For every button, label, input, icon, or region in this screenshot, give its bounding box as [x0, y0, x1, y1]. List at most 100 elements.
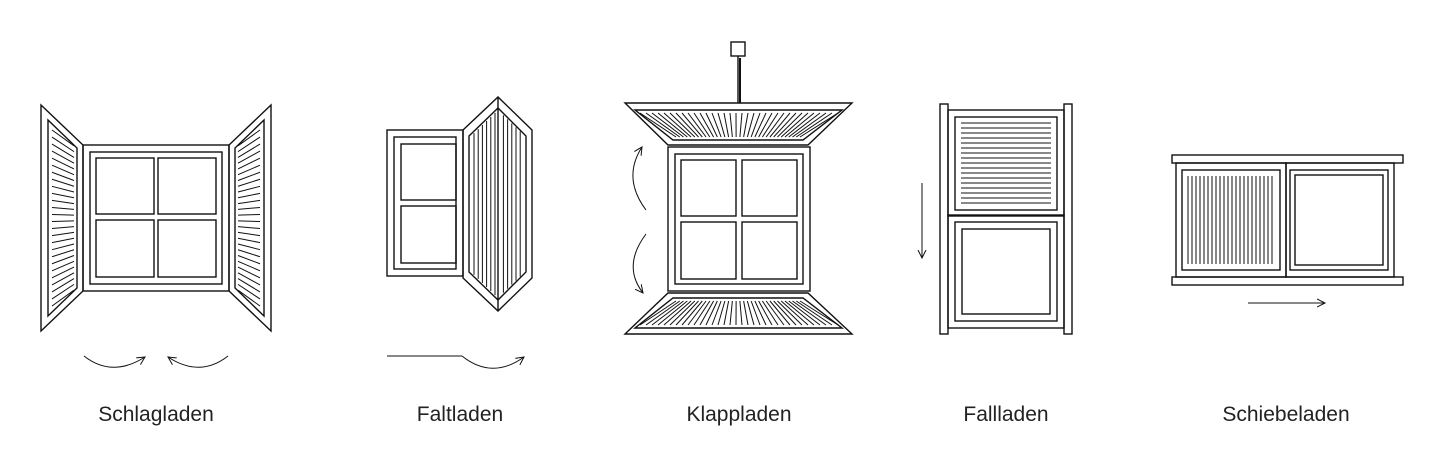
- louver-slat: [237, 143, 261, 158]
- fold-arrow: [461, 355, 524, 369]
- figure-klappladen: Klappladen: [623, 41, 854, 426]
- louver-slat: [717, 300, 726, 326]
- flip-arrow-lower: [632, 233, 647, 293]
- right-shutter: [228, 103, 272, 333]
- louver-slat: [51, 226, 75, 230]
- louver-slat: [51, 260, 75, 272]
- louver-slat: [51, 185, 75, 193]
- louver-slat: [750, 112, 761, 138]
- figure-label: Faltladen: [417, 403, 503, 426]
- louver-slat: [51, 164, 75, 176]
- louver-slat: [687, 112, 707, 138]
- louver-slat: [237, 249, 261, 258]
- louver-slat: [237, 150, 261, 164]
- louver-slat: [237, 192, 261, 199]
- louver-slat: [746, 112, 755, 138]
- louver-slat: [51, 199, 75, 205]
- louver-slat: [237, 255, 261, 265]
- figure-label: Fallladen: [963, 403, 1048, 426]
- louver-slat: [51, 231, 75, 237]
- louver-slat: [663, 300, 692, 326]
- louver-slat: [792, 300, 827, 326]
- louver-slat: [739, 300, 743, 326]
- louver-slat: [754, 112, 767, 138]
- louver-slat: [669, 300, 696, 326]
- louver-slat: [729, 112, 733, 138]
- louver-slat: [705, 112, 718, 138]
- louver-slat: [237, 220, 261, 223]
- louver-slat: [762, 300, 779, 326]
- louver-slat: [237, 266, 261, 279]
- louver-slat: [237, 213, 261, 216]
- louver-slat: [51, 272, 75, 286]
- figure-label: Klappladen: [686, 403, 791, 426]
- louver-slat: [639, 112, 677, 138]
- figure-fallladen: Fallladen: [922, 103, 1073, 426]
- louver-slat: [237, 289, 261, 307]
- louver-slat: [51, 192, 75, 199]
- louver-slat: [788, 300, 821, 326]
- louver-slat: [237, 171, 261, 181]
- figure-schlagladen: Schlagladen: [40, 103, 272, 426]
- figure-faltladen: Faltladen: [386, 96, 533, 426]
- louver-slat: [765, 300, 785, 326]
- swing-arrow-right: [168, 355, 229, 368]
- louver-slat: [681, 300, 703, 326]
- left-shutter: [40, 103, 84, 333]
- louver-slat: [699, 300, 715, 326]
- louver-slat: [675, 112, 699, 138]
- louver-slat: [729, 300, 733, 326]
- louver-slat: [51, 143, 75, 158]
- louver-slat: [780, 300, 809, 326]
- louver-slat: [51, 129, 75, 147]
- louver-slat: [657, 300, 688, 326]
- folding-shutter: [462, 96, 533, 312]
- louver-slat: [743, 112, 749, 138]
- louver-slat: [237, 206, 261, 210]
- louver-slat: [237, 283, 261, 300]
- louver-slat: [51, 289, 75, 307]
- figure-schiebeladen: Schiebeladen: [1171, 154, 1404, 426]
- louver-slat: [237, 199, 261, 205]
- louver-slat: [717, 112, 726, 138]
- louver-slat: [237, 185, 261, 193]
- louver-slat: [693, 112, 711, 138]
- louver-slat: [237, 237, 261, 244]
- window: [1285, 162, 1395, 278]
- louver-slat: [693, 300, 711, 326]
- louver-slat: [711, 112, 722, 138]
- louver-slat: [51, 266, 75, 279]
- window: [82, 144, 230, 292]
- louver-slat: [711, 300, 722, 326]
- figure-label: Schiebeladen: [1222, 403, 1349, 426]
- flip-arrow-upper: [632, 147, 647, 211]
- louver-slat: [773, 300, 797, 326]
- louver-slat: [681, 112, 703, 138]
- pull-cord: [730, 41, 746, 103]
- louver-slat: [237, 226, 261, 230]
- louver-slat: [651, 112, 684, 138]
- louver-slat: [237, 260, 261, 272]
- louver-slat: [750, 300, 761, 326]
- louver-slat: [51, 220, 75, 223]
- swing-arrow-left: [83, 355, 145, 368]
- louver-slat: [51, 206, 75, 210]
- top-shutter: [623, 102, 854, 146]
- louver-slat: [743, 300, 749, 326]
- louver-slat: [237, 157, 261, 170]
- louver-slat: [237, 136, 261, 153]
- louver-slat: [237, 178, 261, 187]
- louver-slat: [237, 278, 261, 293]
- louver-slat: [51, 255, 75, 265]
- louver-slat: [51, 283, 75, 300]
- louver-slat: [51, 157, 75, 170]
- sliding-shutter: [1175, 162, 1287, 278]
- louver-slat: [639, 300, 677, 326]
- louver-slat: [769, 300, 791, 326]
- louver-slat: [51, 237, 75, 244]
- louver-slat: [657, 112, 688, 138]
- louver-slat: [723, 112, 730, 138]
- louver-slat: [51, 213, 75, 216]
- bottom-shutter: [623, 292, 854, 335]
